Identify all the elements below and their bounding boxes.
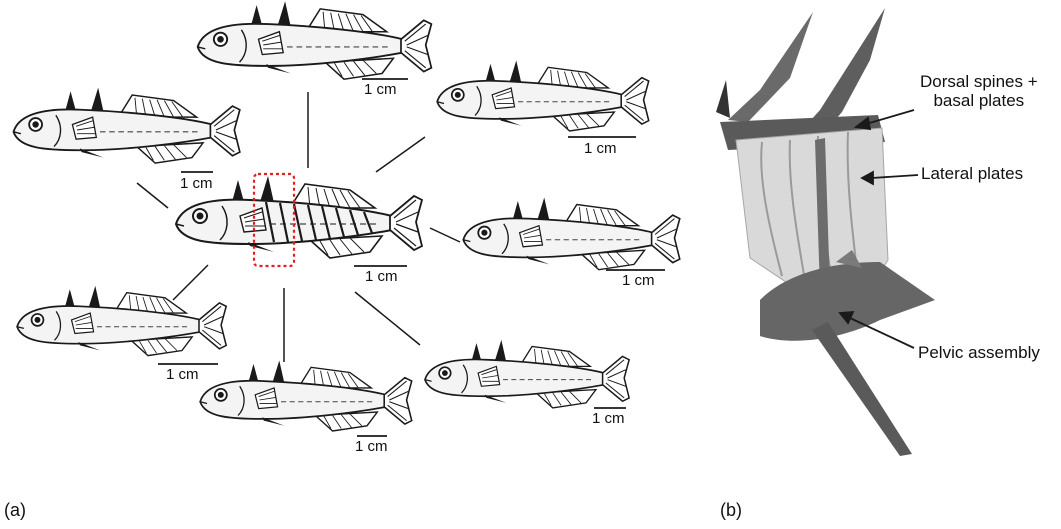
fish-upper-left bbox=[14, 88, 240, 163]
scale-label-right: 1 cm bbox=[622, 273, 655, 289]
dorsal-spines-label: Dorsal spines + basal plates bbox=[920, 72, 1038, 110]
panel-label-a: (a) bbox=[4, 500, 26, 521]
fish-bottom bbox=[200, 360, 412, 431]
lateral-plates-label: Lateral plates bbox=[921, 164, 1023, 183]
fish-lower-right bbox=[425, 340, 629, 408]
scale-label-lower-left: 1 cm bbox=[166, 367, 199, 383]
fish-center bbox=[176, 176, 422, 258]
scale-label-upper-left: 1 cm bbox=[180, 176, 213, 192]
fish-lower-left bbox=[17, 286, 226, 356]
scale-label-lower-right: 1 cm bbox=[592, 411, 625, 427]
dorsal-label-line1: Dorsal spines + bbox=[920, 72, 1038, 91]
pelvic-assembly-label: Pelvic assembly bbox=[918, 343, 1040, 362]
fish-right bbox=[463, 198, 679, 270]
scale-label-bottom: 1 cm bbox=[355, 439, 388, 455]
scale-label-center: 1 cm bbox=[365, 269, 398, 285]
fish-upper-right bbox=[437, 60, 649, 131]
fish-top bbox=[198, 1, 432, 79]
scale-label-upper-right: 1 cm bbox=[584, 141, 617, 157]
dorsal-label-line2: basal plates bbox=[920, 91, 1038, 110]
panel-label-b: (b) bbox=[720, 500, 742, 521]
skeleton-render bbox=[716, 8, 935, 456]
scale-label-top: 1 cm bbox=[364, 82, 397, 98]
